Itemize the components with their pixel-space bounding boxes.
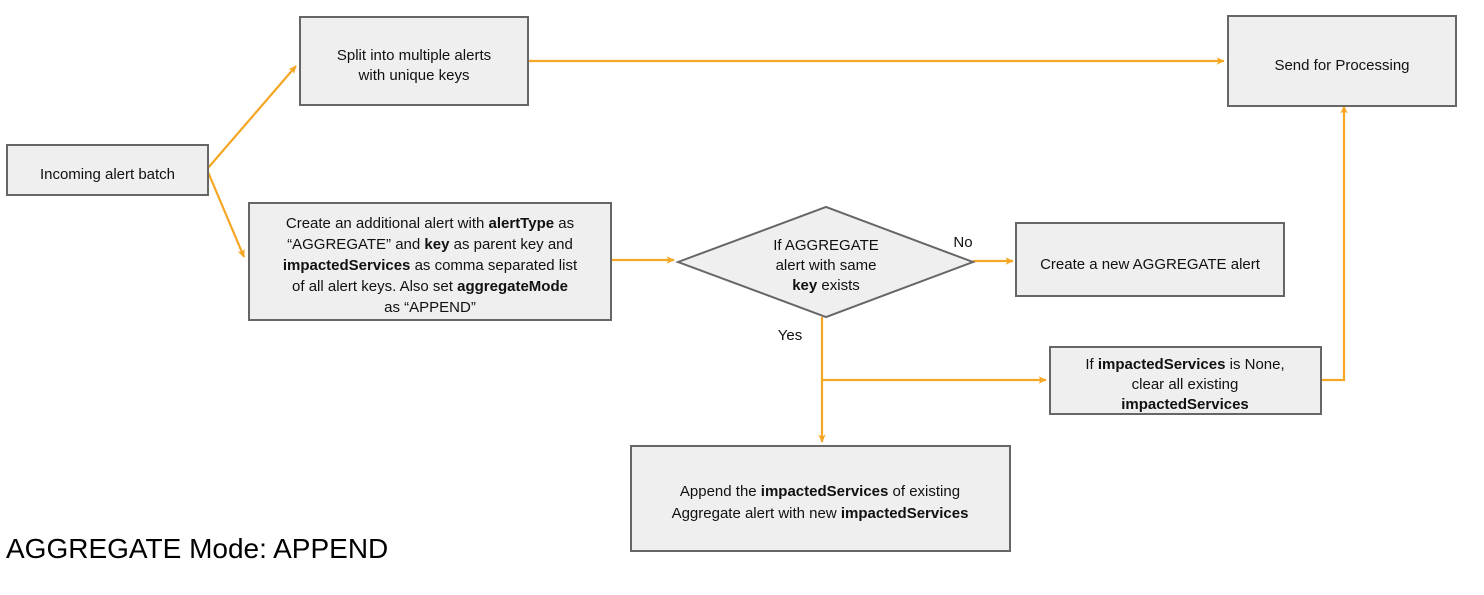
- node-clear-existing-text: If impactedServices is None,clear all ex…: [1085, 356, 1284, 413]
- node-clear-existing-impacted-services[interactable]: If impactedServices is None,clear all ex…: [1049, 346, 1322, 415]
- edge-incoming-to-split: [207, 65, 297, 169]
- node-send-for-processing-text: Send for Processing: [1274, 57, 1409, 74]
- node-create-additional-alert-text: Create an additional alert with alertTyp…: [283, 215, 578, 316]
- connectors: [206, 57, 1348, 443]
- edge-label-yes: Yes: [778, 327, 802, 344]
- node-create-additional-alert[interactable]: Create an additional alert with alertTyp…: [248, 202, 612, 321]
- node-incoming-alert-batch[interactable]: Incoming alert batch: [6, 144, 209, 196]
- edge-incoming-to-create-additional: [206, 171, 246, 258]
- edge-label-no: No: [953, 234, 972, 251]
- page-title: AGGREGATE Mode: APPEND: [6, 533, 388, 564]
- node-send-for-processing[interactable]: Send for Processing: [1227, 15, 1457, 107]
- edge-clear-existing-to-send: [1321, 105, 1348, 382]
- node-create-new-aggregate-alert-text: Create a new AGGREGATE alert: [1040, 256, 1261, 273]
- node-create-new-aggregate-alert[interactable]: Create a new AGGREGATE alert: [1015, 222, 1285, 297]
- node-incoming-alert-batch-text: Incoming alert batch: [40, 166, 175, 183]
